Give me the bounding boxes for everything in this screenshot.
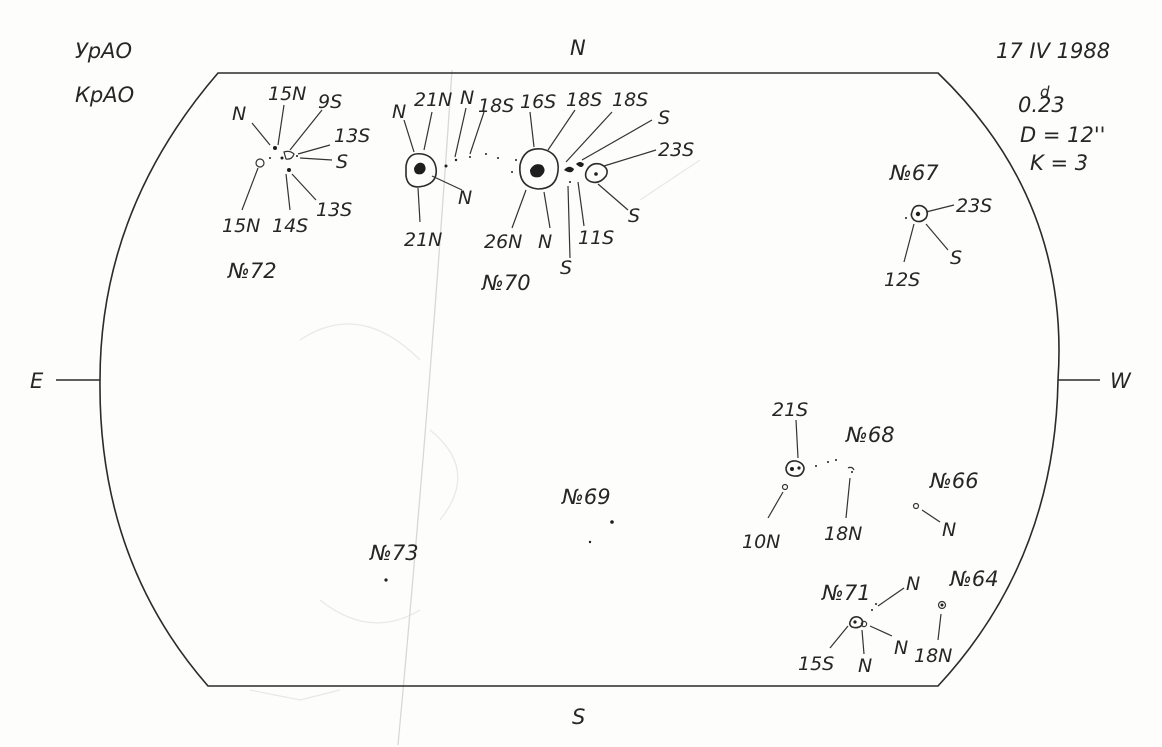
group-70-label-18s-c: 18S <box>612 89 648 111</box>
group-70: N 21N N 18S 16S 18S 18S S 23S 21N N 26N … <box>392 87 694 295</box>
group-70-label-s-c: S <box>628 205 640 227</box>
group-72-label-14s: 14S <box>272 215 308 237</box>
group-72-number: №72 <box>227 259 277 283</box>
group-70-label-18s: 18S <box>478 95 514 117</box>
group-70-label-23s: 23S <box>658 139 694 161</box>
west-label: W <box>1110 369 1132 393</box>
group-72-label-13s: 13S <box>334 125 370 147</box>
group-70-label-n-d: N <box>538 231 552 253</box>
group-72-label-15n-b: 15N <box>222 215 260 237</box>
group-66-number: №66 <box>929 469 979 493</box>
group-67-label-23s: 23S <box>956 195 992 217</box>
group-68-label-21s: 21S <box>772 399 808 421</box>
group-72-label-9s: 9S <box>318 91 342 113</box>
disk-outline <box>99 72 1060 687</box>
group-71-label-n: N <box>906 573 920 595</box>
group-70-label-n-c: N <box>458 187 472 209</box>
group-67-number: №67 <box>889 161 939 185</box>
group-68-label-18n: 18N <box>824 523 862 545</box>
group-67-label-12s: 12S <box>884 269 920 291</box>
east-label: E <box>30 369 44 393</box>
group-70-label-18s-b: 18S <box>566 89 602 111</box>
group-71-label-15s: 15S <box>798 653 834 675</box>
group-72-label-13s-b: 13S <box>316 199 352 221</box>
group-72: N 15N 9S 13S S 15N 14S 13S №72 <box>222 83 370 283</box>
show-through-marks <box>249 159 701 701</box>
group-70-label-26n: 26N <box>484 231 522 253</box>
group-69-number: №69 <box>561 485 611 509</box>
group-64-label-18n: 18N <box>914 645 952 667</box>
group-70-label-21n: 21N <box>414 89 452 111</box>
group-72-label-n: N <box>232 103 246 125</box>
group-64-number: №64 <box>949 567 999 591</box>
group-72-label-15n: 15N <box>268 83 306 105</box>
group-71-number: №71 <box>821 581 871 605</box>
group-70-label-21n-b: 21N <box>404 229 442 251</box>
disk-diameter: D = 12'' <box>1020 123 1105 147</box>
group-73: №73 <box>369 541 419 582</box>
group-70-label-16s: 16S <box>520 91 556 113</box>
observatory-line2: КрАО <box>75 83 134 107</box>
group-64: 18N №64 <box>914 567 999 667</box>
group-71-label-n-b: N <box>858 655 872 677</box>
group-71: N 15S N N №71 <box>798 573 920 677</box>
group-73-number: №73 <box>369 541 419 565</box>
group-70-label-11s: 11S <box>578 227 614 249</box>
observatory-line1: УрАО <box>75 39 132 63</box>
group-66-label-n: N <box>942 519 956 541</box>
south-label: S <box>572 705 585 729</box>
group-72-label-s: S <box>336 151 348 173</box>
group-66: N №66 <box>912 469 979 541</box>
group-71-label-n-c: N <box>894 637 908 659</box>
north-label: N <box>570 36 586 60</box>
k-value: K = 3 <box>1030 151 1088 175</box>
group-68-label-10n: 10N <box>742 531 780 553</box>
group-70-label-s-b: S <box>560 257 572 279</box>
time-superscript: d <box>1040 83 1050 101</box>
fold-line <box>397 69 453 746</box>
observation-time: 0.23 <box>1018 93 1065 117</box>
group-67: 23S 12S S №67 <box>884 161 992 291</box>
group-70-number: №70 <box>481 271 531 295</box>
group-70-label-n-b: N <box>460 87 474 109</box>
group-67-label-s: S <box>950 247 962 269</box>
group-68: 21S 10N 18N №68 <box>742 399 895 553</box>
group-70-label-s: S <box>658 107 670 129</box>
group-69: №69 <box>561 485 614 544</box>
group-70-label-n: N <box>392 101 406 123</box>
observation-date: 17 IV 1988 <box>996 39 1110 63</box>
group-68-number: №68 <box>845 423 895 447</box>
